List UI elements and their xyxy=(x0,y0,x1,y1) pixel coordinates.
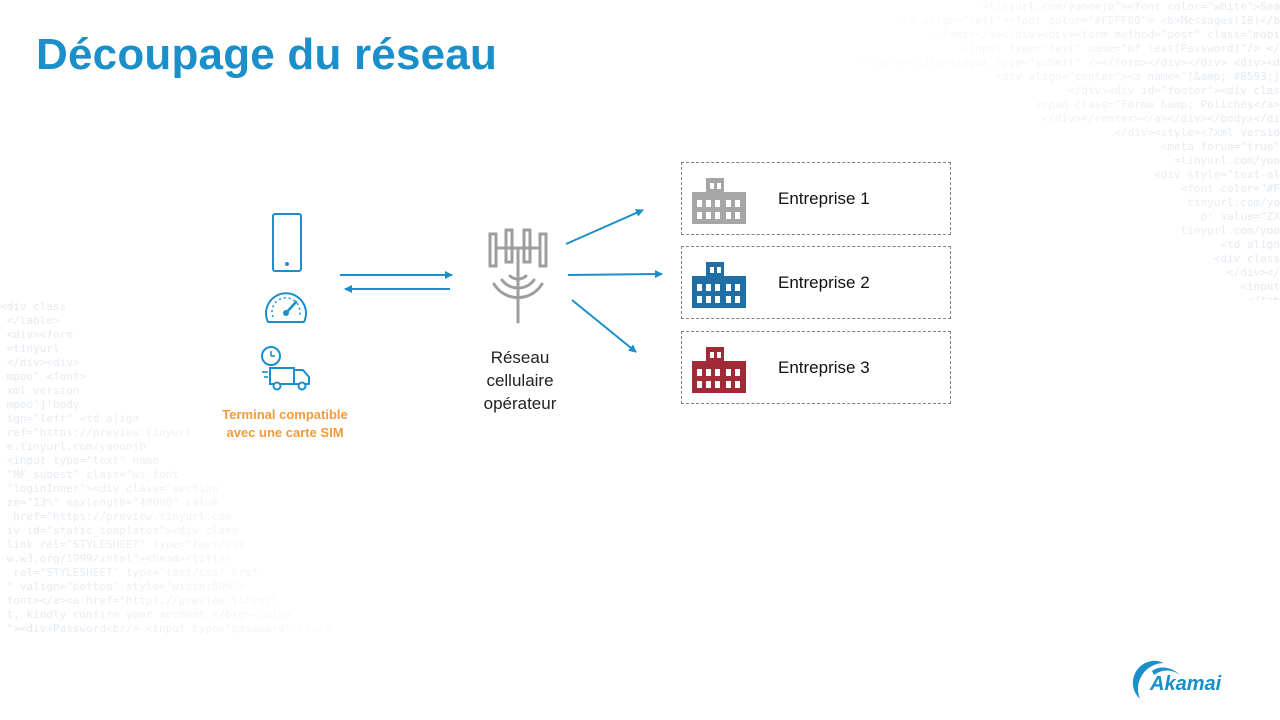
building-icon xyxy=(692,262,746,308)
page-title: Découpage du réseau xyxy=(36,30,498,79)
building-icon xyxy=(692,347,746,393)
arrow-to-enterprise-2 xyxy=(567,270,663,279)
gauge-icon xyxy=(265,292,307,323)
enterprise-box-2: Entreprise 2 xyxy=(681,246,951,319)
cell-tower-icon xyxy=(488,228,548,324)
akamai-wave-icon xyxy=(1132,660,1180,699)
enterprise-box-3: Entreprise 3 xyxy=(681,331,951,404)
device-label: Terminal compatible avec une carte SIM xyxy=(200,406,370,442)
arrow-to-enterprise-3 xyxy=(571,299,637,353)
delivery-truck-icon xyxy=(261,346,310,391)
network-label-line-2: cellulaire xyxy=(486,371,554,390)
building-icon xyxy=(692,178,746,224)
device-label-line-1: Terminal compatible xyxy=(222,407,348,422)
akamai-logo: Akamai xyxy=(1128,655,1238,705)
enterprise-label-2: Entreprise 2 xyxy=(778,272,870,292)
enterprise-box-1: Entreprise 1 xyxy=(681,162,951,235)
smartphone-icon xyxy=(272,213,302,272)
enterprise-label-1: Entreprise 1 xyxy=(778,188,870,208)
network-label-line-1: Réseau xyxy=(490,348,550,367)
akamai-logo-text: Akamai xyxy=(1150,673,1222,695)
enterprise-label-3: Entreprise 3 xyxy=(778,357,870,377)
device-label-line-2: avec une carte SIM xyxy=(226,425,344,440)
arrow-to-enterprise-1 xyxy=(565,209,644,245)
network-label: Réseau cellulaire opérateur xyxy=(460,346,580,415)
network-label-line-3: opérateur xyxy=(483,394,557,413)
